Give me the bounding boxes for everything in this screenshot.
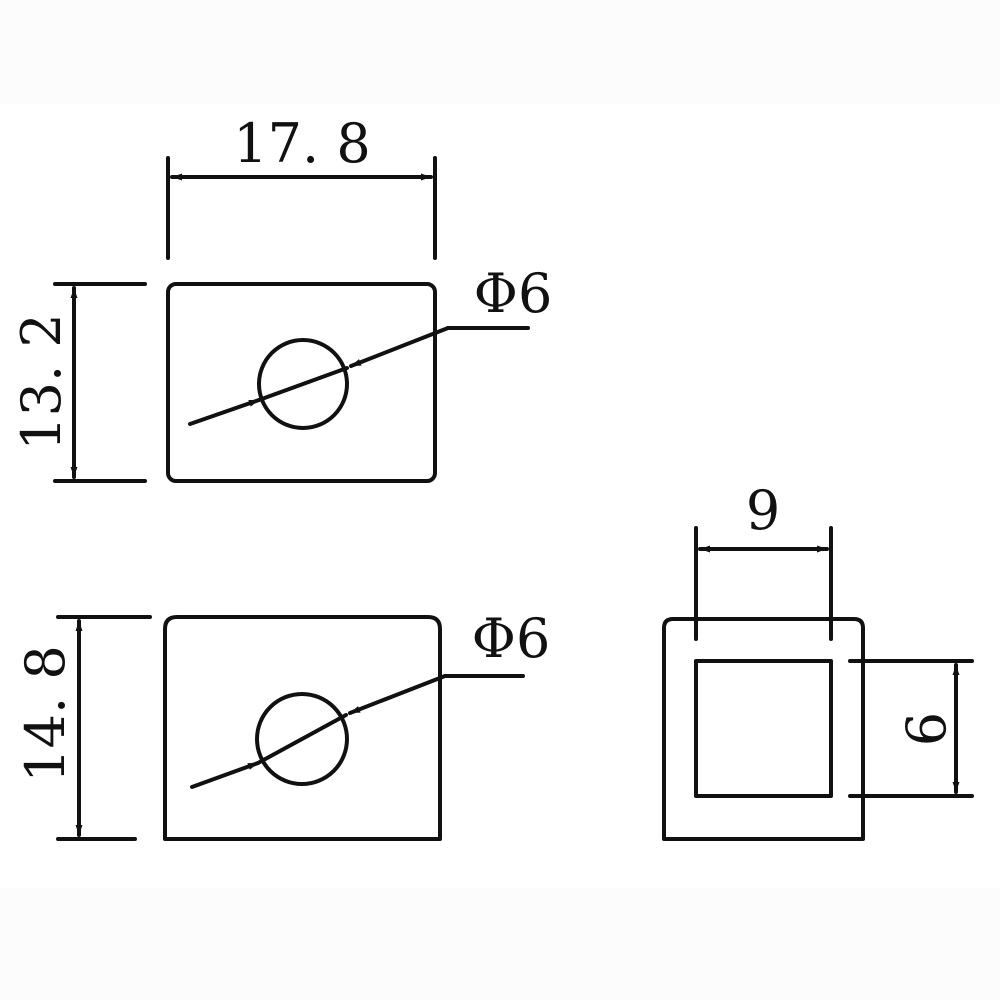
top-hole-diameter-label: Φ6 xyxy=(474,262,553,325)
top-height-label: 13. 2 xyxy=(10,313,73,450)
bottom-view-hole xyxy=(255,692,349,786)
bottom-height-label: 14. 8 xyxy=(14,645,77,782)
top-margin-band xyxy=(0,0,1000,104)
side-view-square-hole xyxy=(694,659,833,798)
top-hole-leader-in xyxy=(188,398,261,426)
bottom-hole-leader-in xyxy=(190,761,260,789)
side-view-body xyxy=(662,617,865,841)
top-hole-leader-through xyxy=(257,366,349,402)
side-width-label: 9 xyxy=(746,479,780,542)
top-view-body xyxy=(166,282,437,483)
side-view xyxy=(662,526,974,841)
bottom-hole-leader-out xyxy=(348,674,447,715)
top-view xyxy=(53,156,530,483)
bottom-hole-leader-through xyxy=(256,713,348,765)
top-width-label: 17. 8 xyxy=(233,112,370,175)
bottom-view-body xyxy=(163,615,442,841)
side-height-label: 9 xyxy=(893,712,956,746)
bottom-hole-diameter-label: Φ6 xyxy=(472,607,551,670)
bottom-view xyxy=(56,615,525,841)
bottom-margin-band xyxy=(0,888,1000,1000)
top-hole-leader-out xyxy=(349,326,450,368)
top-view-hole xyxy=(257,338,349,430)
